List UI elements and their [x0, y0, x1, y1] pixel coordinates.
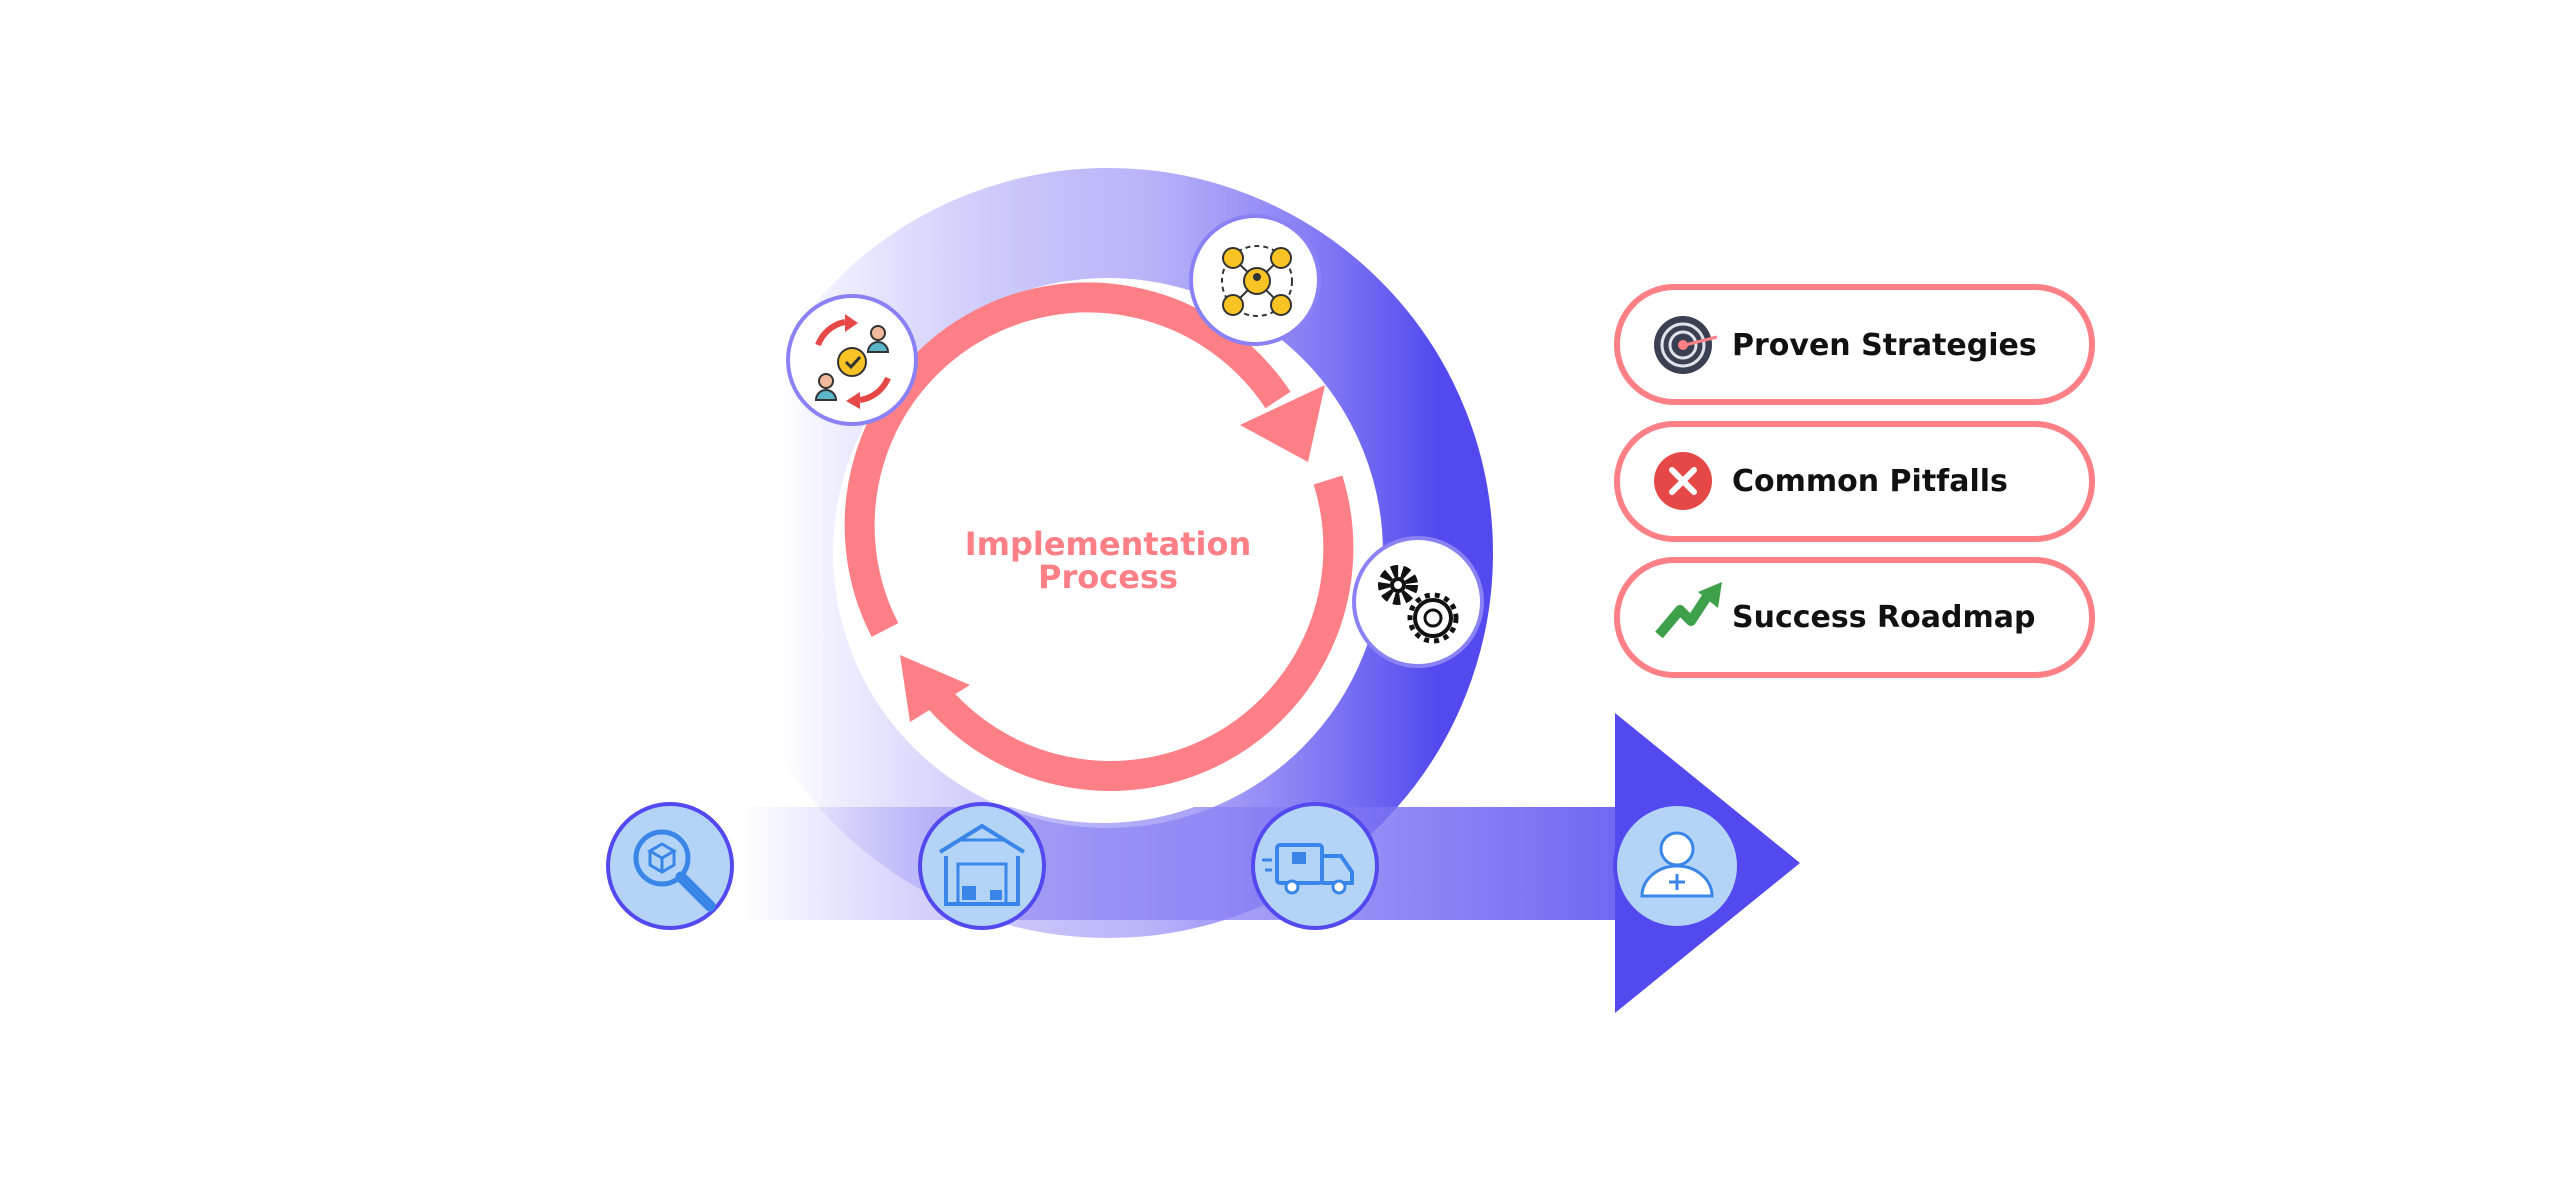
cycle-arrow-bottom — [920, 475, 1354, 791]
pill-proven-strategies: Proven Strategies — [1614, 284, 2095, 405]
pill-label: Proven Strategies — [1732, 328, 2037, 363]
cycle-arrowhead-top — [1240, 385, 1325, 462]
pill-label: Success Roadmap — [1732, 600, 2035, 635]
gears-icon — [1352, 536, 1484, 668]
target-icon — [1654, 316, 1718, 374]
warehouse-icon — [918, 802, 1046, 930]
cycle-arrows — [844, 282, 1354, 791]
x-mark-icon — [1654, 452, 1712, 510]
center-title-line2: Process — [1038, 558, 1178, 596]
pill-label: Common Pitfalls — [1732, 464, 2008, 499]
cycle-arrowhead-bottom — [900, 655, 970, 722]
delivery-truck-icon — [1251, 802, 1379, 930]
search-box-icon — [606, 802, 734, 930]
cycle-arrow-top — [844, 282, 1291, 637]
pill-success-roadmap: Success Roadmap — [1614, 557, 2095, 678]
network-people-icon — [1189, 214, 1321, 346]
inner-disc — [835, 287, 1371, 823]
pill-common-pitfalls: Common Pitfalls — [1614, 421, 2095, 542]
team-cycle-icon — [786, 294, 918, 426]
trend-up-arrow-icon — [1655, 582, 1722, 639]
center-title-line1: Implementation — [965, 525, 1252, 563]
person-add-icon — [1613, 802, 1741, 930]
